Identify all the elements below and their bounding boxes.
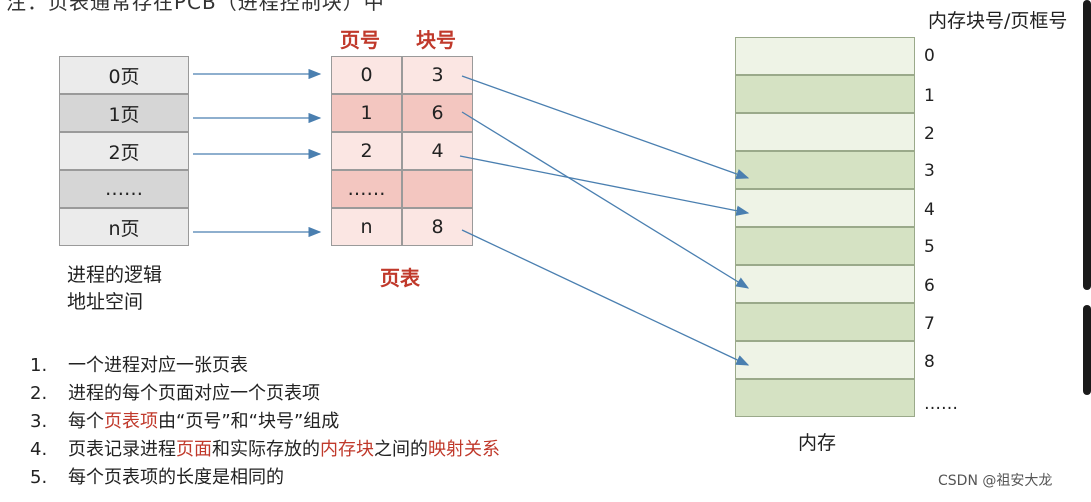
pt-block-cell <box>402 170 473 208</box>
memory-block-number: 2 <box>924 124 935 144</box>
pt-page-cell: 1 <box>331 94 402 132</box>
page-table-caption: 页表 <box>380 266 420 290</box>
scrollbar[interactable] <box>1083 0 1091 290</box>
note-number: 4. <box>30 439 48 460</box>
note-fragment: 之间的 <box>374 439 428 460</box>
memory-block-number: 3 <box>924 161 935 181</box>
note-text: 进程的每个页面对应一个页表项 <box>68 380 320 408</box>
note-item: 2. 进程的每个页面对应一个页表项 <box>30 380 500 408</box>
pt-page-cell: 2 <box>331 132 402 170</box>
arrow-block4 <box>459 155 750 216</box>
note-fragment: 进程的每个页面对应一个页表项 <box>68 383 320 404</box>
page-number-header: 页号 <box>340 28 380 52</box>
note-fragment: 一个进程对应一张页表 <box>68 355 248 376</box>
memory-block <box>735 303 915 341</box>
note-number: 1. <box>30 355 48 376</box>
logical-caption-line1: 进程的逻辑 <box>67 264 163 286</box>
note-text: 每个页表项的长度是相同的 <box>68 464 284 492</box>
memory-header: 内存块号/页框号 <box>928 10 1068 32</box>
arrow-block8 <box>461 229 750 366</box>
pt-page-cell: …… <box>331 170 402 208</box>
note-number: 2. <box>30 383 48 404</box>
arrow-block6 <box>461 111 750 289</box>
pt-page-cell: n <box>331 208 402 246</box>
note-item: 5. 每个页表项的长度是相同的 <box>30 464 500 492</box>
note-highlight: 页表项 <box>104 411 158 432</box>
memory-block-number: 5 <box>924 237 935 257</box>
pt-block-cell: 4 <box>402 132 473 170</box>
logical-page-row: n页 <box>59 208 189 246</box>
note-number: 5. <box>30 467 48 488</box>
arrow-block3 <box>461 75 750 179</box>
note-fragment: 页表记录进程 <box>68 439 176 460</box>
memory-block-number: …… <box>924 394 958 414</box>
logical-caption-line2: 地址空间 <box>67 291 144 313</box>
note-fragment: 每个页表项的长度是相同的 <box>68 467 284 488</box>
pt-block-cell: 6 <box>402 94 473 132</box>
note-fragment: 每个 <box>68 411 104 432</box>
top-cut-text: 注：页表通常存在PCB（进程控制块）中 <box>6 0 385 14</box>
memory-block-number: 8 <box>924 352 935 372</box>
note-text: 一个进程对应一张页表 <box>68 352 248 380</box>
memory-block <box>735 113 915 151</box>
memory-caption: 内存 <box>798 432 837 454</box>
logical-page-row: 2页 <box>59 132 189 170</box>
notes-list: 1. 一个进程对应一张页表 2. 进程的每个页面对应一个页表项 3. 每个页表项由“页号”… <box>30 352 500 492</box>
note-highlight: 页面 <box>176 439 212 460</box>
memory-block <box>735 37 915 75</box>
logical-page-row: …… <box>59 170 189 208</box>
logical-page-row: 1页 <box>59 94 189 132</box>
note-text: 每个页表项由“页号”和“块号”组成 <box>68 408 339 436</box>
memory-block <box>735 75 915 113</box>
memory-block <box>735 341 915 379</box>
note-text: 页表记录进程页面和实际存放的内存块之间的映射关系 <box>68 436 500 464</box>
note-item: 3. 每个页表项由“页号”和“块号”组成 <box>30 408 500 436</box>
memory-block <box>735 379 915 417</box>
pt-block-cell: 3 <box>402 56 473 94</box>
memory-block <box>735 151 915 189</box>
pt-block-cell: 8 <box>402 208 473 246</box>
logical-page-row: 0页 <box>59 56 189 94</box>
note-fragment: 和实际存放的 <box>212 439 320 460</box>
memory-block <box>735 189 915 227</box>
note-item: 4. 页表记录进程页面和实际存放的内存块之间的映射关系 <box>30 436 500 464</box>
watermark: CSDN @祖安大龙 <box>938 473 1053 489</box>
note-highlight: 映射关系 <box>428 439 500 460</box>
note-number: 3. <box>30 411 48 432</box>
memory-block-number: 7 <box>924 314 935 334</box>
memory-block-number: 1 <box>924 86 935 106</box>
scrollbar-lower[interactable] <box>1083 305 1091 395</box>
note-fragment: 由“页号”和“块号”组成 <box>158 411 340 432</box>
memory-block-number: 6 <box>924 276 935 296</box>
memory-block-number: 4 <box>924 200 935 220</box>
memory-block-number: 0 <box>924 46 935 66</box>
note-item: 1. 一个进程对应一张页表 <box>30 352 500 380</box>
note-highlight: 内存块 <box>320 439 374 460</box>
memory-block <box>735 265 915 303</box>
block-number-header: 块号 <box>416 28 456 52</box>
pt-page-cell: 0 <box>331 56 402 94</box>
memory-block <box>735 227 915 265</box>
